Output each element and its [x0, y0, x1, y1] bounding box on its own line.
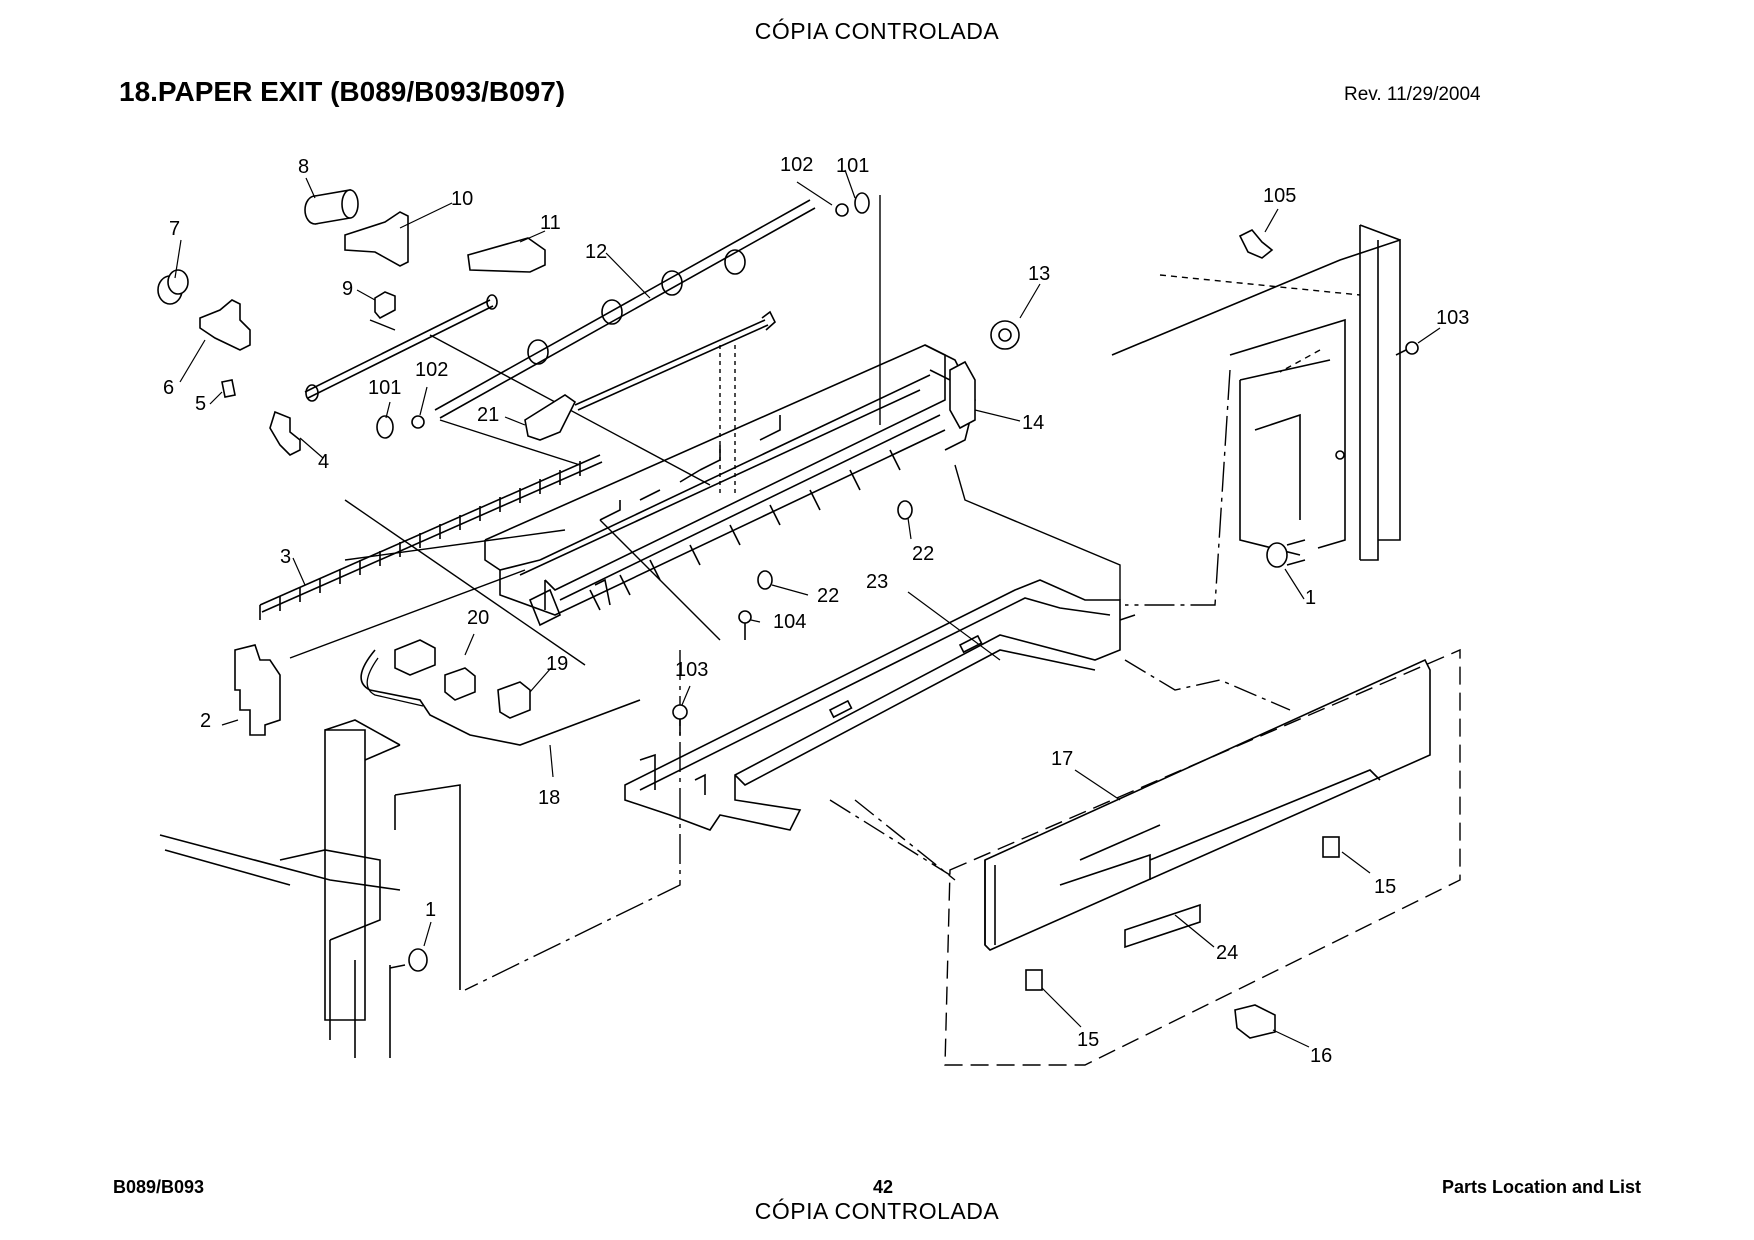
callout-1-left: 1: [425, 899, 436, 921]
paper-exit-unit: [484, 344, 976, 627]
callout-14: 14: [1022, 412, 1044, 434]
part-22-roller-upper: [897, 500, 913, 520]
part-103-screw-middle: [672, 704, 688, 735]
right-frame: [1111, 224, 1401, 561]
callout-19: 19: [546, 653, 568, 675]
alignment-leader: [344, 529, 566, 561]
harness-18: [360, 649, 641, 746]
callout-102-lower: 102: [415, 359, 448, 381]
callout-16: 16: [1310, 1045, 1332, 1067]
callout-102-upper: 102: [780, 154, 813, 176]
footer-model: B089/B093: [113, 1177, 205, 1197]
alignment-leader: [599, 519, 721, 641]
part-105-clip: [1238, 229, 1274, 259]
part-103-screw-right: [1395, 341, 1419, 356]
callout-20: 20: [467, 607, 489, 629]
callout-103-middle: 103: [675, 659, 708, 681]
callout-3: 3: [280, 546, 291, 568]
footer-section: Parts Location and List: [1441, 1177, 1641, 1197]
exit-rollers: [304, 199, 816, 419]
alignment-leader: [829, 799, 956, 881]
alignment-leader: [289, 569, 526, 659]
callout-4: 4: [318, 451, 329, 473]
part-1-knob-left: [389, 948, 428, 972]
alignment-leader: [1159, 274, 1361, 296]
callout-101-upper: 101: [836, 155, 869, 177]
callout-105: 105: [1263, 185, 1296, 207]
controlled-copy-watermark-bottom: CÓPIA CONTROLADA: [754, 1198, 1000, 1224]
part-21-bracket: [524, 394, 577, 441]
part-4-lever: [269, 410, 301, 456]
callout-6: 6: [163, 377, 174, 399]
part-8-roller: [304, 189, 359, 225]
exit-cover-outline: [944, 648, 1461, 1066]
callout-leaders: [174, 169, 1441, 1048]
part-102-ring-upper: [835, 203, 849, 217]
part-24-label: [1124, 903, 1201, 949]
callout-13: 13: [1028, 263, 1050, 285]
callout-labels: 1 1 2 3 4 5 6 7 8 9 10 11 12 13 14 15 15…: [163, 154, 1469, 1067]
alignment-leader: [1125, 369, 1231, 606]
callout-23: 23: [866, 571, 888, 593]
callout-22-upper: 22: [912, 543, 934, 565]
alignment-leader: [1279, 349, 1321, 373]
part-104-screw: [738, 610, 752, 640]
callout-17: 17: [1051, 748, 1073, 770]
part-101-bushing-lower: [376, 415, 394, 439]
part-1-knob-right: [1266, 539, 1306, 568]
callout-104: 104: [773, 611, 806, 633]
alignment-leader: [369, 319, 711, 486]
alignment-leader: [344, 499, 586, 666]
callout-12: 12: [585, 241, 607, 263]
part-19-sensor: [497, 681, 531, 719]
callout-11: 11: [540, 212, 561, 234]
alignment-leader: [1124, 659, 1291, 711]
harness-18-second-wire: [366, 657, 424, 707]
callout-2: 2: [200, 710, 211, 732]
part-5-clip: [221, 379, 236, 398]
antistatic-brush: [259, 454, 603, 620]
part-14-guide: [949, 360, 976, 430]
footer-page-number: 42: [872, 1177, 894, 1197]
revision-date: Rev. 11/29/2004: [1344, 84, 1481, 105]
callout-22-lower: 22: [817, 585, 839, 607]
controlled-copy-watermark-top: CÓPIA CONTROLADA: [754, 18, 1000, 44]
callout-21: 21: [477, 404, 499, 426]
left-frame: [159, 719, 461, 1058]
callout-5: 5: [195, 393, 206, 415]
callout-1-right: 1: [1305, 587, 1316, 609]
callout-101-lower: 101: [368, 377, 401, 399]
part-11-lever: [467, 237, 546, 273]
alignment-leader: [954, 464, 1121, 600]
callout-10: 10: [451, 188, 473, 210]
part-13-gear: [990, 320, 1020, 350]
callout-7: 7: [169, 218, 180, 240]
callout-15-right: 15: [1374, 876, 1396, 898]
part-20-sensor: [394, 639, 476, 701]
part-102-ring-lower: [411, 415, 425, 429]
part-10-bracket: [344, 211, 409, 267]
part-16-clip: [1234, 1004, 1276, 1039]
callout-24: 24: [1216, 942, 1238, 964]
paper-guide-plate: [624, 579, 1136, 831]
part-7-roller: [157, 269, 189, 305]
page-title: 18.PAPER EXIT (B089/B093/B097): [119, 76, 566, 107]
part-9-clip: [374, 291, 396, 320]
callout-9: 9: [342, 278, 353, 300]
part-101-bushing-upper: [854, 192, 870, 214]
part-6-bracket: [199, 299, 251, 351]
part-15-stopper-right: [1322, 836, 1340, 858]
part-22-roller-lower: [757, 570, 773, 590]
exit-cover: [984, 658, 1431, 951]
part-15-stopper-bottom: [1025, 969, 1043, 991]
callout-18: 18: [538, 787, 560, 809]
part-2-bracket: [234, 644, 281, 736]
callout-103-right: 103: [1436, 307, 1469, 329]
callout-15-bottom: 15: [1077, 1029, 1099, 1051]
alignment-leader: [464, 650, 681, 991]
alignment-leader: [439, 419, 581, 466]
callout-8: 8: [298, 156, 309, 178]
